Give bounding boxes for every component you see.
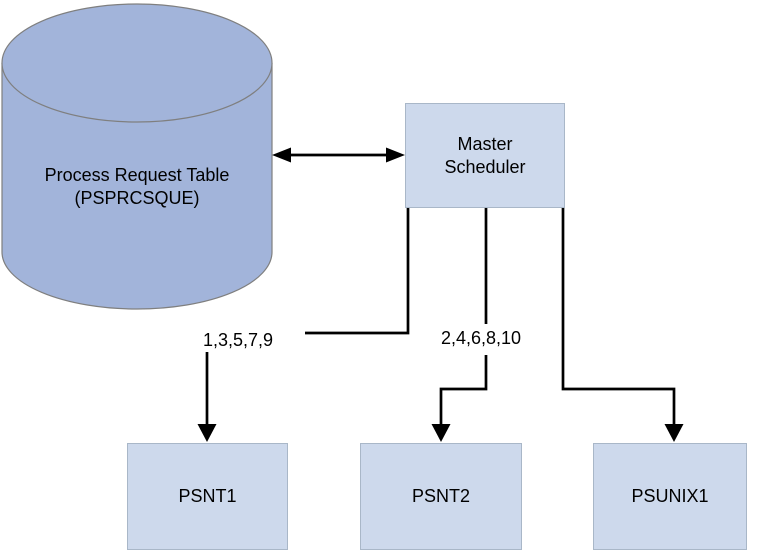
server-node-psunix1: PSUNIX1 [593,443,747,550]
server-node-psnt1-label: PSNT1 [178,486,237,506]
connector-psnt1-elbow [305,206,410,335]
edge-label-odd-requests: 1,3,5,7,9 [203,330,274,350]
master-scheduler-label-line2: Scheduler [444,156,526,177]
connector-psnt1 [197,206,410,442]
arrowhead-down-psnt1-icon [197,424,217,442]
server-node-psnt2: PSNT2 [360,443,522,550]
bidirectional-arrow [272,147,405,163]
database-label-line1: Process Request Table [44,165,230,185]
database-label-line2: (PSPRCSQUE) [74,188,200,208]
server-node-psnt1: PSNT1 [127,443,288,550]
connector-psnt2-elbow [439,206,488,426]
cylinder-top [1,3,273,123]
master-scheduler-label: Master Scheduler [444,133,525,179]
edge-label-even-requests: 2,4,6,8,10 [438,324,525,355]
connector-psnt2 [431,206,488,442]
server-node-psunix1-label: PSUNIX1 [631,486,709,506]
cylinder-body [1,63,273,310]
database-cylinder-shape [1,3,273,310]
connector-psunix1 [561,206,684,442]
arrowhead-down-psnt2-icon [431,424,451,442]
arrowhead-right-icon [386,147,405,163]
connector-psunix1-elbow [561,206,676,426]
arrowhead-left-icon [272,147,291,163]
database-label: Process Request Table (PSPRCSQUE) [0,164,274,210]
server-node-psnt2-label: PSNT2 [411,486,471,506]
arrowhead-down-psunix1-icon [664,424,684,442]
master-scheduler-label-line1: Master [457,133,513,154]
master-scheduler-node: Master Scheduler [405,103,565,208]
